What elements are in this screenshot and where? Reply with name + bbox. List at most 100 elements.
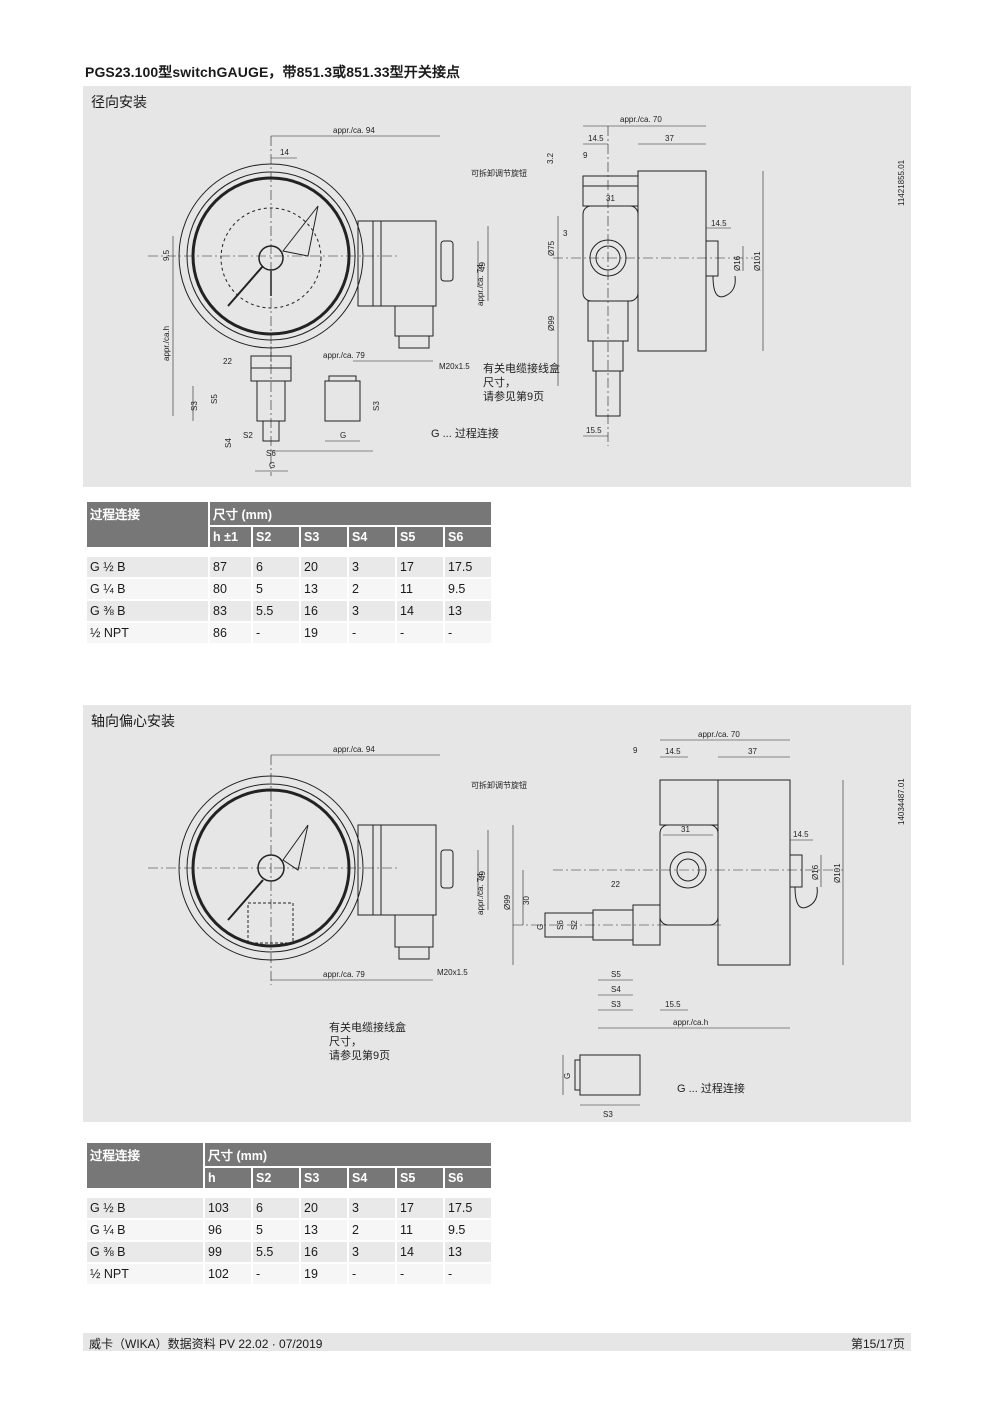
dim-appr-70: appr./ca. 70 [620,115,662,124]
table-cell: G ⅜ B [87,1242,203,1262]
dim-appr-94: appr./ca. 94 [333,745,375,754]
dim-9-5: 9.5 [162,249,171,261]
table-cell: - [397,1264,443,1284]
table-cell: 83 [210,601,251,621]
table-cell: 9.5 [445,1220,491,1240]
cable-note-line1: 有关电缆接线盒 [483,361,560,375]
table-cell: 16 [301,601,347,621]
dim-g-detail: G [563,1073,572,1079]
table-cell: G ⅜ B [87,601,208,621]
table-row: ½ NPT 86 - 19 - - - [87,623,491,643]
table-cell: 3 [349,557,395,577]
table-cell: - [253,1264,299,1284]
table-cell: 86 [210,623,251,643]
dim-s6: S6 [556,920,565,930]
cable-note-line1: 有关电缆接线盒 [329,1020,406,1034]
table-row: ½ NPT 102 - 19 - - - [87,1264,491,1284]
dim-d101: Ø101 [753,251,762,271]
cable-note-line3: 请参见第9页 [483,389,544,403]
table-cell: 5 [253,579,299,599]
dim-d16: Ø16 [733,255,742,271]
drawing-panel-axial: 轴向偏心安装 [83,705,911,1122]
table-cell: 5.5 [253,1242,299,1262]
footer-source: 威卡（WIKA）数据资料 PV 22.02 · 07/2019 [89,1337,323,1351]
dim-30: 30 [522,896,531,905]
dim-s3-detail: S3 [603,1110,613,1119]
page-title: PGS23.100型switchGAUGE，带851.3或851.33型开关接点 [85,64,461,80]
table-cell: 16 [301,1242,347,1262]
table-cell: - [397,623,443,643]
dim-d75: Ø75 [547,240,556,256]
table-cell: - [445,623,491,643]
col-header: S6 [445,1168,491,1188]
dim-d99: Ø99 [547,315,556,331]
col-header: S4 [349,1168,395,1188]
dim-s4: S4 [224,438,233,448]
col-header: S3 [301,1168,347,1188]
dim-m20: M20x1.5 [439,362,470,371]
table-cell: ½ NPT [87,623,208,643]
table-cell: 17.5 [445,557,491,577]
table-row: G ¼ B 80 5 13 2 11 9.5 [87,579,491,599]
table-cell: 2 [349,1220,395,1240]
dim-g-detail: G [340,431,346,440]
dim-appr-94: appr./ca. 94 [333,126,375,135]
table-cell: G ¼ B [87,579,208,599]
table-row: G ½ B 87 6 20 3 17 17.5 [87,557,491,577]
dim-appr-74: appr./ca. 74 [476,264,485,306]
table-cell: - [253,623,299,643]
dim-s3-detail: S3 [372,401,381,411]
panel-label: 径向安装 [91,94,147,110]
dimension-table-axial: 过程连接 尺寸 (mm) h S2 S3 S4 S5 S6 G ½ B 103 … [85,1141,493,1286]
dim-s5: S5 [210,394,219,404]
cable-note-line2: 尺寸， [483,375,516,389]
table-cell: 99 [205,1242,251,1262]
col-header: S4 [349,527,395,547]
table-cell: 102 [205,1264,251,1284]
col-process-connection: 过程连接 [87,1143,203,1188]
page-footer: 威卡（WIKA）数据资料 PV 22.02 · 07/2019 第15/17页 [83,1333,911,1351]
table-cell: 3 [349,1198,395,1218]
table-cell: 87 [210,557,251,577]
cable-note-line3: 请参见第9页 [329,1048,390,1062]
process-note: G ... 过程连接 [677,1082,745,1095]
table-cell: 96 [205,1220,251,1240]
table-row: G ⅜ B 99 5.5 16 3 14 13 [87,1242,491,1262]
table-row: G ⅜ B 83 5.5 16 3 14 13 [87,601,491,621]
dim-g: G [269,461,275,470]
col-header: h [205,1168,251,1188]
dim-s2: S2 [243,431,253,440]
table-cell: G ½ B [87,1198,203,1218]
dim-d99: Ø99 [503,894,512,910]
col-header: S5 [397,1168,443,1188]
table-cell: G ¼ B [87,1220,203,1240]
col-process-connection: 过程连接 [87,502,208,547]
dim-22: 22 [611,880,620,889]
technical-drawing-radial: appr./ca. 94 14 9.5 appr./ca.h 22 S5 S3 … [148,115,906,476]
dim-s2: S2 [570,920,579,930]
table-cell: 6 [253,1198,299,1218]
table-cell: 5 [253,1220,299,1240]
dim-31: 31 [606,194,615,203]
col-header: S2 [253,1168,299,1188]
dim-14-5: 14.5 [588,134,604,143]
table-cell: G ½ B [87,557,208,577]
table-cell: 14 [397,601,443,621]
dimension-table-radial: 过程连接 尺寸 (mm) h ±1 S2 S3 S4 S5 S6 G ½ B 8… [85,500,493,645]
dim-d16: Ø16 [811,864,820,880]
table-row: G ¼ B 96 5 13 2 11 9.5 [87,1220,491,1240]
dim-49: 49 [478,262,487,271]
col-dimensions-group: 尺寸 (mm) [205,1143,491,1166]
table-cell: 2 [349,579,395,599]
dim-s3: S3 [190,401,199,411]
dim-appr-74: appr./ca. 74 [476,873,485,915]
cable-note-line2: 尺寸， [329,1034,362,1048]
drawing-panel-radial: 径向安装 [83,86,911,487]
drawing-id: 11421855.01 [897,159,906,206]
table-cell: 9.5 [445,579,491,599]
knob-note: 可拆卸调节旋钮 [471,780,527,790]
dim-3: 3 [563,229,568,238]
table-cell: - [349,623,395,643]
table-cell: 103 [205,1198,251,1218]
dim-14-5: 14.5 [665,747,681,756]
